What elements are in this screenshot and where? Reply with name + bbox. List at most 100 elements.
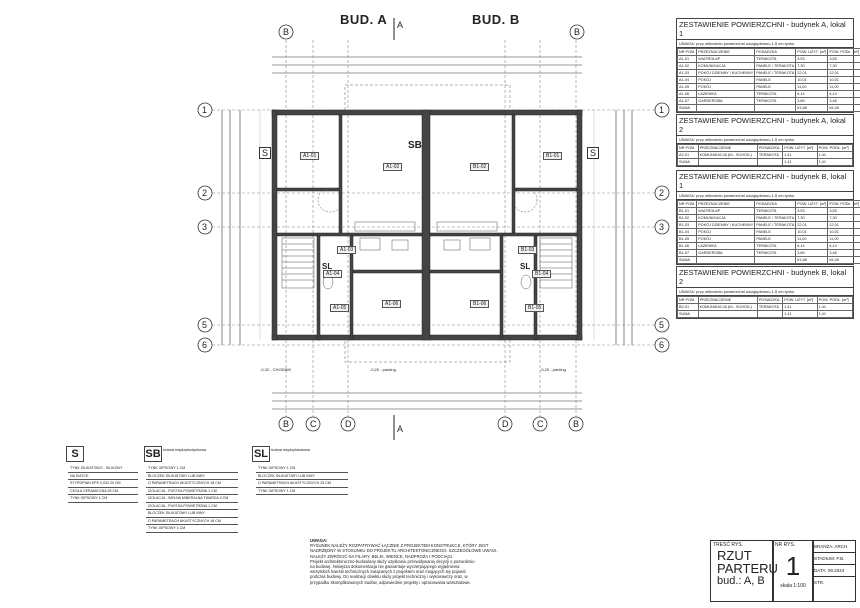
table-cell: PANELE: [754, 83, 797, 91]
tb-tresc-label: TREŚĆ RYS.: [713, 542, 743, 548]
legend-item: STYROPIAN EPS 0,032 20 CM: [68, 480, 138, 488]
wall-label-sb: SB: [408, 140, 422, 151]
table-cell: PANELE / TERAKOTA: [754, 62, 797, 70]
table-cell: 1,41: [816, 158, 854, 166]
grid-label-right-2: 2: [659, 188, 665, 198]
legend-item: IZOLACJA - WEŁNA MINERALNA TWARDA 2 CM: [146, 495, 238, 503]
table-cell: 10,01: [827, 76, 860, 84]
table-cell: [697, 310, 758, 318]
table-cell: TERAKOTA: [754, 207, 797, 215]
table-cell: POKÓJ: [696, 228, 756, 236]
grid-label-left-5: 5: [202, 320, 208, 330]
table-cell: SUMA: [677, 310, 699, 318]
table-cell: PRZEZNACZENIE: [696, 48, 756, 56]
table-cell: 1,41: [782, 310, 818, 318]
table-cell: B1-01: [676, 207, 698, 215]
note-line: wszystkich kwestii technicznych związany…: [310, 569, 466, 575]
room-label: B1-05: [525, 304, 545, 312]
table-cell: 22,01: [795, 221, 829, 229]
table-cell: TERAKOTA: [756, 303, 784, 311]
table-cell: A1-06: [676, 90, 698, 98]
room-label: B1-04: [532, 270, 552, 278]
table-cell: 10,01: [827, 228, 860, 236]
room-label: A1-05: [330, 304, 350, 312]
tb-sub: bud.: A, B: [717, 575, 765, 587]
legend-item: TYNK GIPSOWY 1 CM: [68, 495, 138, 503]
table-cell: 7,30: [795, 62, 829, 70]
grid-label-right-6: 6: [659, 340, 665, 350]
table-cell: 11,00: [827, 83, 860, 91]
grid-label-top-b2: B: [574, 27, 581, 37]
wall-label-s-left: S: [259, 147, 272, 159]
table-cell: 61,68: [795, 104, 829, 112]
panel-subtitle: UWAGA: przy obliczeniu powierzchni uwzgl…: [677, 40, 853, 48]
table-cell: PANELE / TERAKOTA: [754, 214, 797, 222]
table-cell: ŁAZIENKA: [696, 242, 756, 250]
general-note: UWAGA: RYSUNEK NALEŻY ROZPATRYWAĆ ŁĄCZNI…: [310, 538, 510, 585]
room-label: A1-04: [323, 270, 343, 278]
grid-label-bottom-b: B: [283, 419, 290, 429]
room-label: B1-03: [518, 246, 538, 254]
grid-label-bottom-c2: C: [537, 419, 544, 429]
note-heading: UWAGA:: [310, 538, 328, 543]
table-cell: PANELE: [754, 235, 797, 243]
table-cell: [754, 256, 797, 264]
table-cell: PRZEZNACZENIE: [696, 200, 756, 208]
table-cell: B1-04: [676, 228, 698, 236]
tb-data: DATA: 09.2024: [813, 565, 855, 577]
table-cell: POKÓJ: [696, 235, 756, 243]
table-cell: TERAKOTA: [754, 249, 797, 257]
table-cell: [696, 256, 756, 264]
table-cell: 3,46: [827, 97, 860, 105]
section-mark-bottom: A: [397, 424, 404, 434]
legend-item: NA SIATCE: [68, 473, 138, 480]
title-block-content: TREŚĆ RYS. RZUT PARTERU bud.: A, B: [710, 540, 778, 602]
room-label: B1-01: [543, 152, 563, 160]
table-cell: [696, 104, 756, 112]
table-cell: POKÓJ: [696, 83, 756, 91]
grid-label-left-6: 6: [202, 340, 208, 350]
table-cell: POSADZKA: [756, 296, 784, 304]
table-cell: [756, 310, 784, 318]
note-line: przypadku skomplikowanych budów, odpowie…: [310, 579, 471, 585]
tb-stadium: STADIUM: P.B.: [813, 553, 855, 565]
table-cell: B2-01: [677, 303, 699, 311]
grid-label-left-1: 1: [202, 105, 208, 115]
table-cell: SUMA: [676, 256, 698, 264]
table-cell: 7,30: [827, 214, 860, 222]
legend-item: IZOLACJA - PUSTKA POWIETRZNA 1 CM: [146, 488, 238, 495]
title-bud-b: BUD. B: [472, 12, 520, 27]
table-cell: POKÓJ: [696, 76, 756, 84]
room-label: A1-03: [337, 246, 357, 254]
grid-label-bottom-d2: D: [502, 419, 509, 429]
table-cell: NR POM.: [676, 48, 698, 56]
legend-item: CEGŁA CERAMICZNA 25 CM: [68, 488, 138, 495]
legend-item: BLOCZEK SILIKATOWY LUB INNY: [146, 473, 238, 480]
area-schedule-panel: ZESTAWIENIE POWIERZCHNI - budynek B, lok…: [676, 266, 854, 319]
room-label: A1-06: [382, 300, 402, 308]
table-cell: 6,14: [827, 242, 860, 250]
table-cell: TERAKOTA: [756, 151, 784, 159]
table-cell: B1-03: [676, 221, 698, 229]
legend-item: IZOLACJA - PUSTKA POWIETRZNA 1 CM: [146, 503, 238, 510]
tb-nr-label: NR RYS.: [775, 542, 796, 548]
title-block-meta: BRANŻA: ARCH. STADIUM: P.B. DATA: 09.202…: [812, 540, 856, 602]
table-cell: 1,41: [782, 303, 818, 311]
